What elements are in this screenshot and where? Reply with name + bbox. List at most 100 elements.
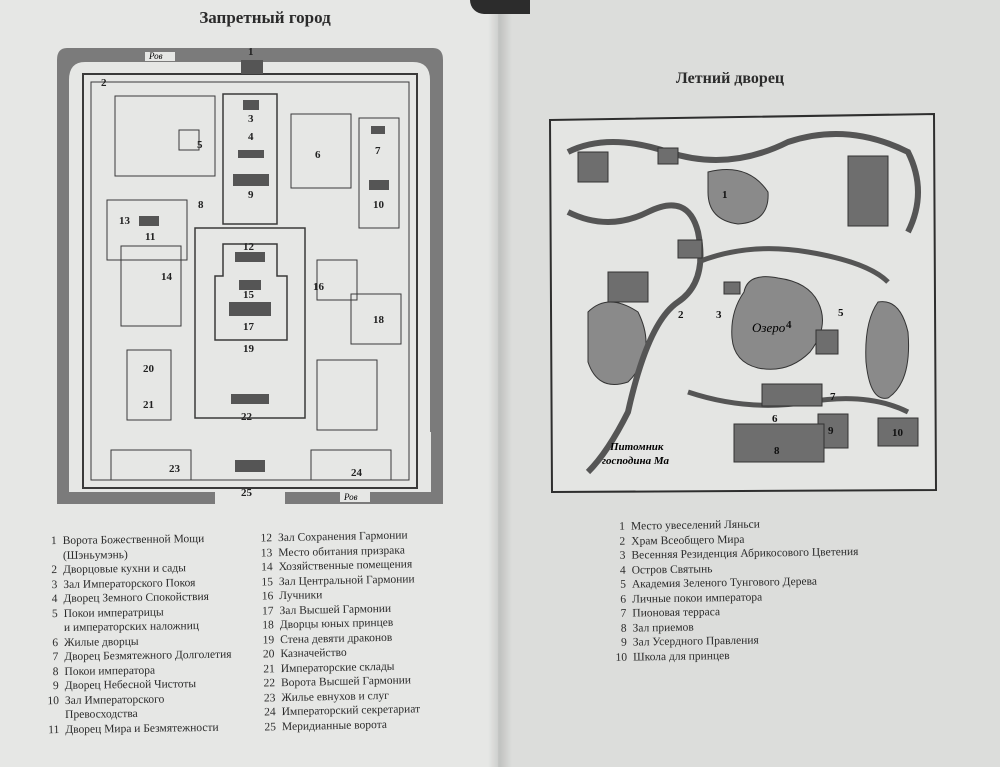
map-number-18: 18	[373, 314, 385, 326]
hall-9	[233, 174, 269, 186]
map-number-6: 6	[315, 149, 321, 161]
moat-left-lower	[57, 432, 69, 492]
building-2	[677, 239, 703, 259]
building-10	[877, 417, 919, 447]
map-number-21: 21	[143, 399, 154, 411]
map-number-3: 3	[716, 309, 722, 321]
moat-right-lower	[431, 432, 443, 492]
moat-label-bg-bottom	[340, 492, 370, 502]
map-number-19: 19	[243, 343, 255, 355]
map-number-1: 1	[722, 189, 728, 201]
inner-wall	[90, 81, 410, 481]
map-number-1: 1	[248, 46, 254, 58]
map-number-3: 3	[248, 113, 254, 125]
terrace	[214, 243, 288, 341]
building-8	[733, 423, 825, 463]
map-number-4: 4	[786, 319, 792, 331]
nursery-label-1: Питомник	[609, 441, 664, 453]
map-number-4: 4	[248, 131, 254, 143]
hall-7	[371, 126, 385, 134]
block-courtyard-right	[316, 359, 378, 431]
canal-middle	[697, 246, 890, 284]
building-6	[761, 383, 823, 407]
building-nw	[577, 151, 609, 183]
map-number-5: 5	[838, 307, 844, 319]
block-23	[110, 449, 192, 481]
inner-court	[222, 93, 278, 225]
map-number-7: 7	[830, 391, 836, 403]
outer-court	[194, 227, 306, 419]
block-5-inner	[178, 129, 200, 151]
map-number-10: 10	[892, 427, 904, 439]
summer-palace-title: Летний дворец	[675, 70, 785, 87]
lake-label: Озеро	[752, 320, 786, 335]
moat-label-bottom: Ров	[343, 492, 358, 502]
hall-10	[369, 180, 389, 190]
book-gutter	[488, 0, 512, 767]
map-number-5: 5	[197, 139, 203, 151]
block-11	[106, 199, 188, 261]
block-6	[290, 113, 352, 189]
pond-1	[707, 169, 769, 225]
summer-palace-map: Озеро Питомник господина Ма 1 2 3 4 5 6 …	[548, 112, 938, 494]
block-5	[114, 95, 216, 177]
forbidden-city-map: Ров Ров 1 2 3 4 5 6 7 8 9 10 11 12 13 14…	[57, 46, 443, 504]
lake	[731, 276, 823, 370]
map-number-20: 20	[143, 363, 155, 375]
map-number-23: 23	[169, 463, 181, 475]
map-number-12: 12	[243, 241, 255, 253]
gate-22	[231, 394, 269, 404]
map-number-10: 10	[373, 199, 385, 211]
block-18	[350, 293, 402, 345]
map-number-6: 6	[772, 413, 778, 425]
map-number-25: 25	[241, 487, 253, 499]
background-shadow	[470, 0, 530, 14]
block-16	[316, 259, 358, 301]
map-number-16: 16	[313, 281, 325, 293]
map-number-14: 14	[161, 271, 173, 283]
north-gate	[241, 60, 263, 74]
hall-3	[243, 100, 259, 110]
map-number-24: 24	[351, 467, 363, 479]
building-n	[657, 147, 679, 165]
canal-north	[566, 131, 921, 234]
hall-4	[238, 150, 264, 158]
map-number-8: 8	[198, 199, 204, 211]
block-14	[120, 245, 182, 327]
map-number-2: 2	[101, 77, 107, 89]
moat-bottom-left	[57, 492, 215, 504]
map-number-9: 9	[248, 189, 254, 201]
map-number-15: 15	[243, 289, 255, 301]
map-number-9: 9	[828, 425, 834, 437]
map-number-22: 22	[241, 411, 253, 423]
building-w	[607, 271, 649, 303]
map-number-8: 8	[774, 445, 780, 457]
hall-11	[139, 216, 159, 226]
building-ne	[847, 155, 889, 227]
map-number-7: 7	[375, 145, 381, 157]
pond-east	[865, 301, 910, 399]
moat-label-bg	[145, 52, 175, 61]
map-number-2: 2	[678, 309, 684, 321]
block-21	[126, 349, 172, 421]
map-number-11: 11	[145, 231, 155, 243]
nursery-label-2: господина Ма	[602, 455, 669, 467]
block-10	[358, 117, 400, 229]
hall-17	[229, 302, 271, 316]
building-e	[815, 329, 839, 355]
building-3	[723, 281, 741, 295]
meridian-gate	[235, 460, 265, 472]
map-number-17: 17	[243, 321, 255, 333]
forbidden-city-title: Запретный город	[199, 8, 331, 27]
moat-label-top: Ров	[148, 51, 163, 61]
hall-12	[235, 252, 265, 262]
hall-15	[239, 280, 261, 290]
